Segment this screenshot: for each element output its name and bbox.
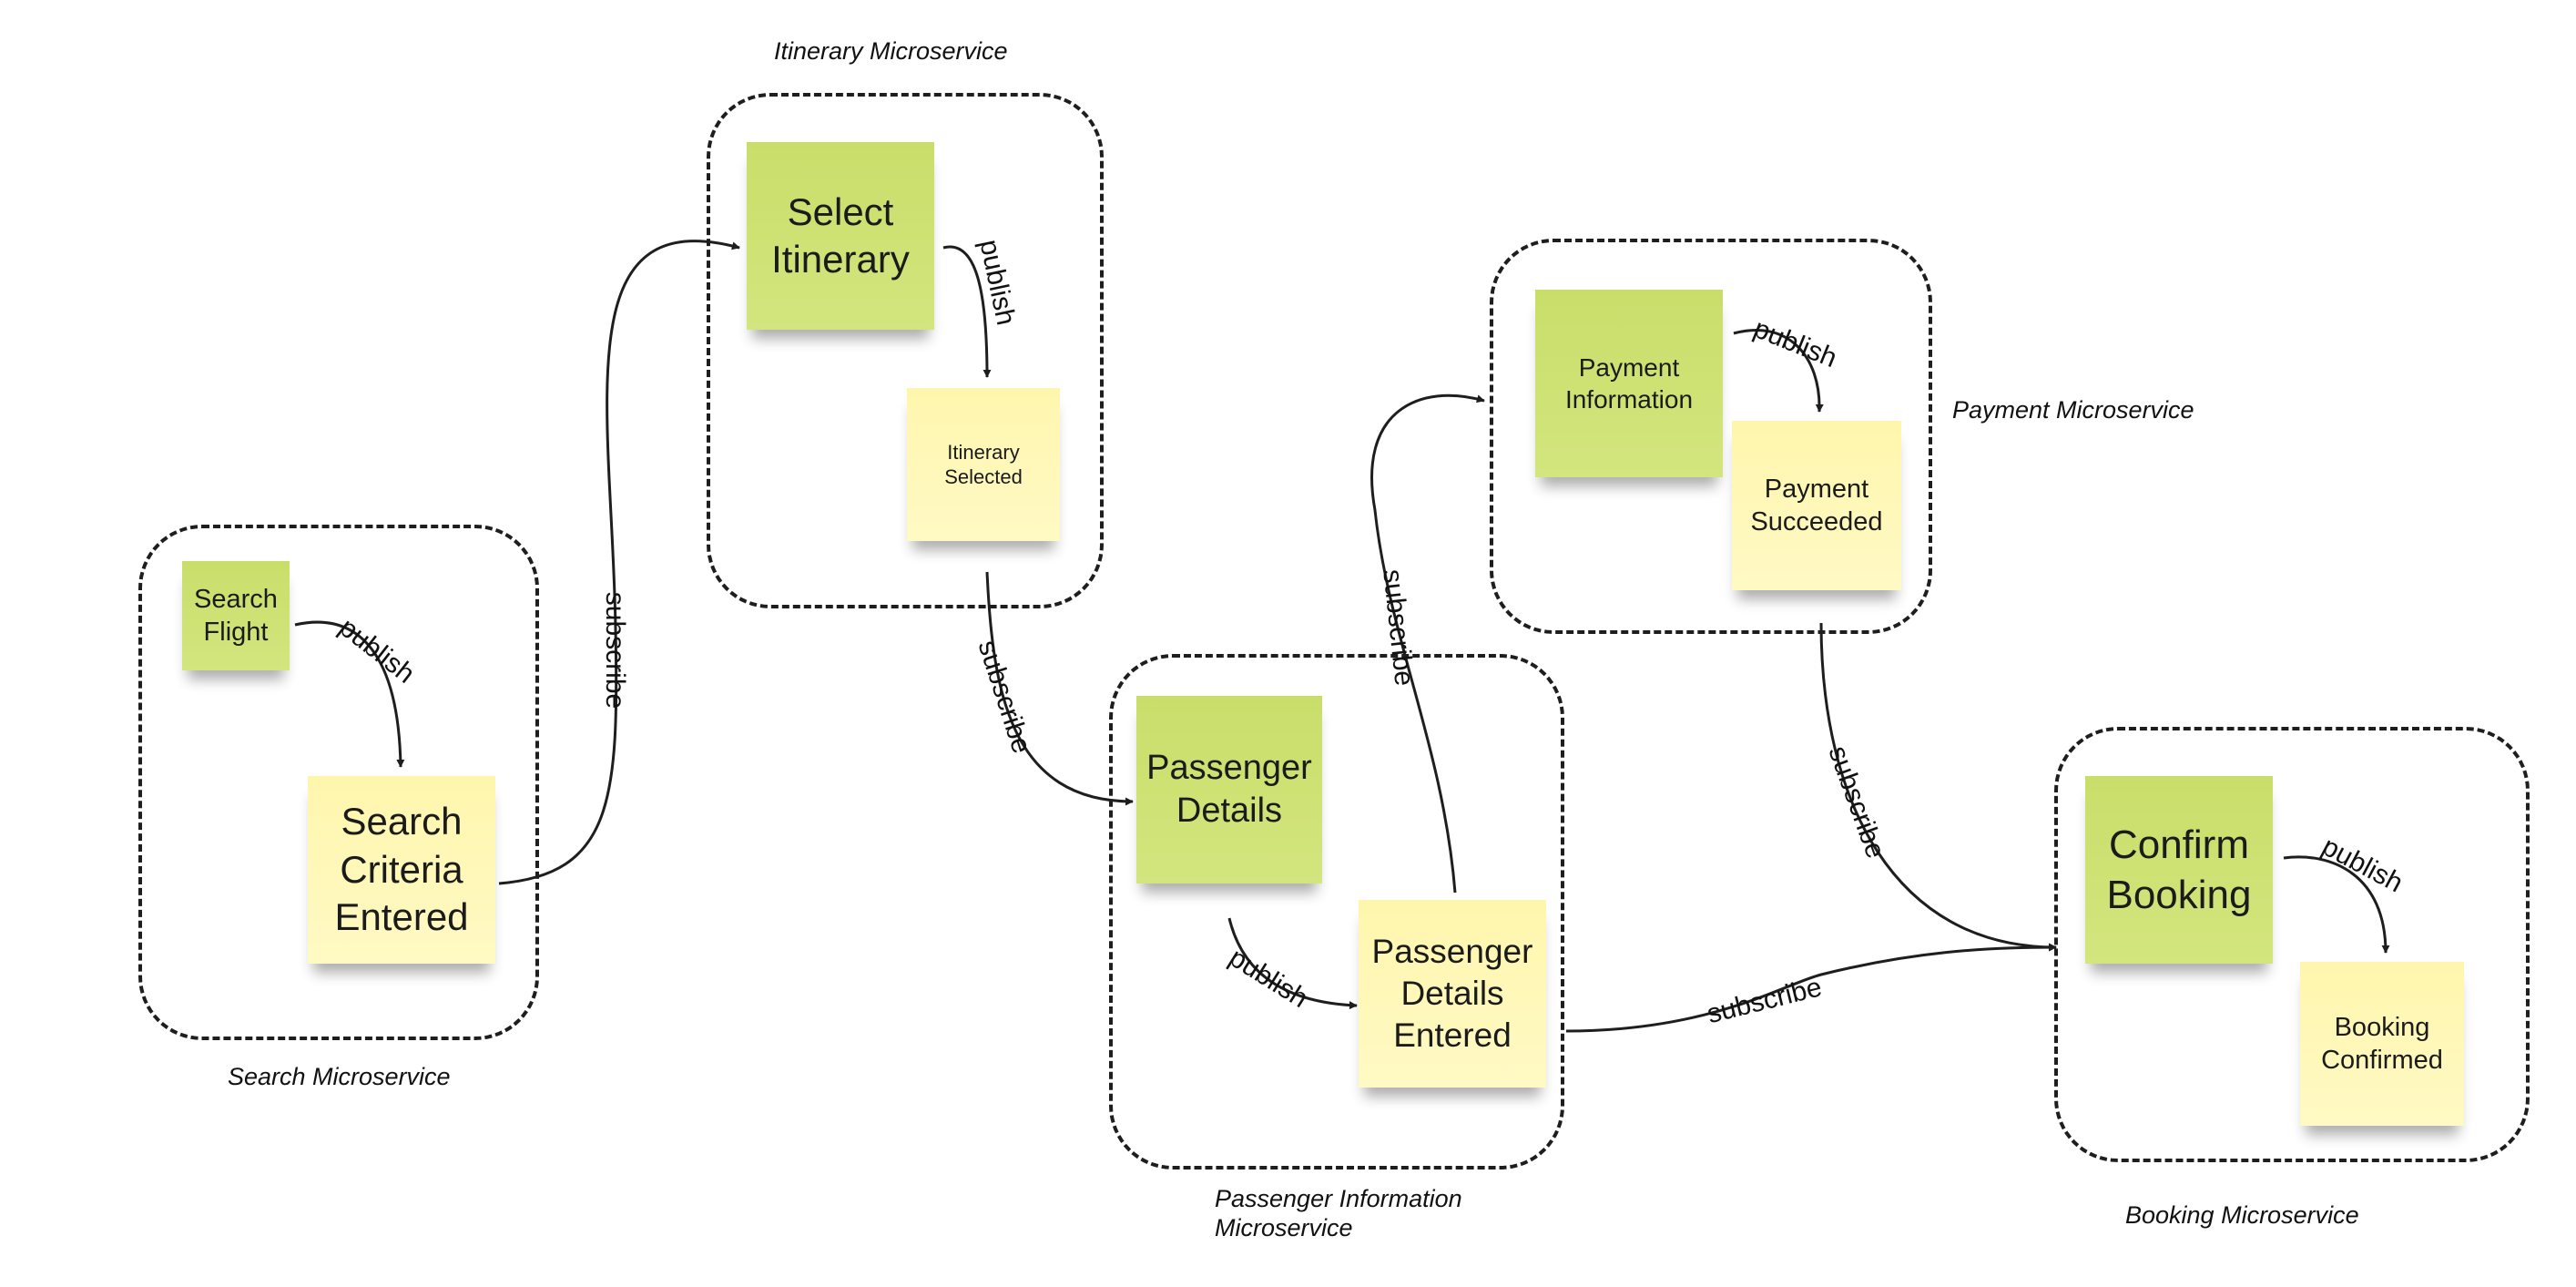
- search-flight-note: Search Flight: [182, 561, 290, 670]
- publish-label-booking: publish: [2317, 832, 2408, 899]
- publish-label-search: publish: [333, 612, 420, 689]
- subscribe-label-itinerary-to-passenger: subscribe: [972, 637, 1037, 757]
- itinerary-service-caption: Itinerary Microservice: [774, 37, 1008, 65]
- publish-arrow-search: [294, 620, 405, 768]
- passenger-service-boundary: [1109, 654, 1564, 1170]
- subscribe-arrow-itinerary-to-passenger: [985, 571, 1134, 806]
- passenger-details-note: Passenger Details: [1136, 696, 1322, 884]
- subscribe-arrow-passenger-to-booking: [1565, 943, 2057, 1033]
- publish-label-passenger: publish: [1224, 943, 1313, 1014]
- subscribe-label-passenger-to-booking: subscribe: [1704, 972, 1825, 1029]
- subscribe-label-passenger-to-payment: subscribe: [1377, 567, 1419, 687]
- publish-label-itinerary: publish: [973, 237, 1021, 328]
- subscribe-arrow-payment-to-booking: [1819, 622, 2057, 952]
- payment-succeeded-note: Payment Succeeded: [1732, 421, 1901, 590]
- search-service-caption: Search Microservice: [228, 1063, 451, 1090]
- subscribe-arrow-search-to-itinerary: [498, 240, 740, 885]
- select-itinerary-note: Select Itinerary: [747, 142, 934, 330]
- publish-arrow-passenger: [1227, 917, 1358, 1010]
- booking-confirmed-note: Booking Confirmed: [2300, 962, 2464, 1126]
- publish-arrow-booking: [2283, 855, 2390, 954]
- subscribe-label-payment-to-booking: subscribe: [1822, 742, 1890, 863]
- booking-service-caption: Booking Microservice: [2125, 1201, 2359, 1229]
- search-criteria-entered-note: Search Criteria Entered: [308, 776, 495, 964]
- publish-arrow-payment: [1733, 328, 1824, 413]
- itinerary-selected-note: Itinerary Selected: [907, 388, 1060, 541]
- itinerary-service-boundary: [707, 93, 1104, 608]
- confirm-booking-note: Confirm Booking: [2085, 776, 2273, 964]
- passenger-details-entered-note: Passenger Details Entered: [1359, 900, 1546, 1088]
- search-service-boundary: [138, 525, 539, 1040]
- subscribe-arrow-passenger-to-payment: [1370, 393, 1485, 894]
- payment-information-note: Payment Information: [1535, 290, 1723, 477]
- passenger-service-caption: Passenger Information Microservice: [1215, 1185, 1462, 1242]
- payment-service-caption: Payment Microservice: [1952, 396, 2194, 424]
- publish-arrow-itinerary: [942, 245, 992, 378]
- publish-label-payment: publish: [1749, 313, 1841, 373]
- payment-service-boundary: [1490, 239, 1932, 634]
- subscribe-label-search-to-itinerary: subscribe: [600, 592, 630, 709]
